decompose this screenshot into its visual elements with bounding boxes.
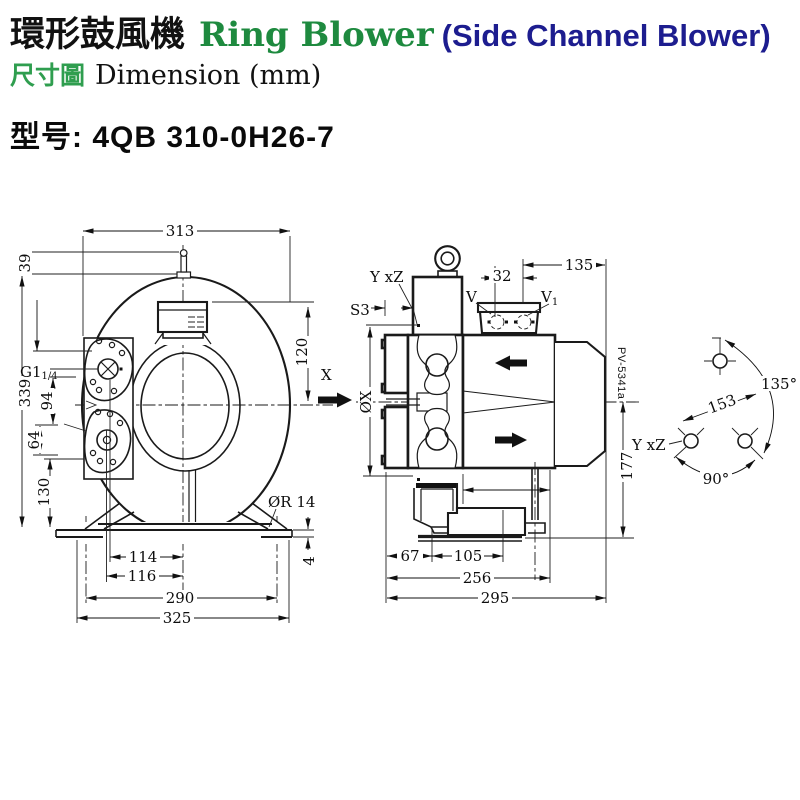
top-fitting	[176, 249, 192, 279]
svg-text:295: 295	[481, 589, 510, 607]
pump-section	[380, 333, 465, 470]
svg-text:67: 67	[400, 547, 419, 565]
dim-32: 32	[489, 267, 515, 285]
support-pipe	[531, 468, 539, 520]
inlet-silencer-box	[154, 300, 212, 345]
terminal-box	[475, 301, 550, 335]
front-view: 313 39 339 94 64 130 114 116 290 325 120…	[16, 222, 333, 627]
gland-v-label: V	[465, 288, 478, 306]
dim-foot-hole: ØR 14	[268, 493, 315, 511]
view-direction-x: X	[318, 366, 352, 408]
view-arrow-icon	[318, 392, 352, 408]
svg-text:130: 130	[35, 478, 53, 507]
dim-114: 114	[126, 548, 160, 566]
model-value: 4QB 310-0H26-7	[92, 121, 335, 154]
page-title: 環形鼓風機 Ring Blower(Side Channel Blower)	[10, 6, 771, 57]
subtitle-english: Dimension (mm)	[95, 60, 322, 91]
dim-295: 295	[478, 589, 512, 607]
svg-text:90°: 90°	[703, 470, 730, 488]
svg-text:290: 290	[166, 589, 195, 607]
svg-text:120: 120	[293, 338, 311, 367]
top-port-hole	[704, 337, 736, 375]
angle-ports-label: Y xZ	[631, 436, 666, 454]
dim-64: 64	[25, 427, 43, 453]
angle-90-label: 90°	[700, 470, 732, 488]
angle-135-label: 135°	[759, 375, 799, 393]
svg-text:105: 105	[454, 547, 483, 565]
dim-135: 135	[562, 256, 596, 274]
svg-text:116: 116	[128, 567, 157, 585]
right-port-hole	[731, 427, 764, 460]
svg-text:94: 94	[38, 391, 56, 410]
svg-text:339: 339	[16, 379, 34, 408]
svg-text:4: 4	[300, 556, 318, 566]
svg-text:32: 32	[492, 267, 511, 285]
mounting-feet	[55, 470, 314, 544]
dim-inlet-dia: ØX	[357, 387, 375, 417]
dim-290: 290	[163, 589, 197, 607]
mounting-angle-diagram: 135° 90° 153 Y xZ	[631, 337, 799, 488]
dim-256: 256	[460, 569, 494, 587]
svg-text:135°: 135°	[761, 375, 797, 393]
muffler-port-label: S3	[350, 301, 370, 319]
title-english: Ring Blower	[199, 15, 434, 55]
subtitle-chinese: 尺寸圖	[10, 61, 86, 90]
dim-39: 39	[16, 250, 34, 276]
upper-port-block	[383, 333, 410, 395]
lower-port	[96, 429, 118, 451]
dim-105: 105	[452, 547, 484, 565]
dim-153: 153	[704, 391, 740, 418]
drawing-number: PV-5341a	[615, 347, 627, 400]
lower-port-block	[383, 405, 410, 470]
ports-label: Y xZ	[369, 268, 404, 286]
flow-arrow-right-icon	[495, 432, 527, 448]
svg-text:39: 39	[16, 253, 34, 272]
dim-325: 325	[160, 609, 194, 627]
gland-v1-label: V1	[540, 288, 558, 308]
port-bracket	[63, 337, 134, 480]
title-parenthetical: (Side Channel Blower)	[441, 18, 771, 53]
svg-text:256: 256	[463, 569, 492, 587]
inlet-grille-hatch	[188, 316, 204, 328]
svg-text:177: 177	[618, 452, 636, 481]
subtitle: 尺寸圖 Dimension (mm)	[10, 56, 321, 92]
title-chinese: 環形鼓風機	[10, 14, 186, 55]
svg-text:64: 64	[25, 430, 43, 449]
dim-67: 67	[397, 547, 423, 565]
flow-arrow-left-icon	[495, 355, 527, 371]
svg-text:325: 325	[163, 609, 192, 627]
dim-339: 339	[16, 376, 34, 410]
svg-text:114: 114	[129, 548, 158, 566]
motor-section	[461, 333, 607, 470]
left-port-hole	[673, 427, 705, 459]
svg-text:ØX: ØX	[357, 390, 375, 413]
front-extension-lines	[18, 236, 314, 623]
thread-label: G11/4	[20, 363, 58, 382]
muffler-tower	[411, 275, 464, 337]
model-label: 型号:	[10, 121, 83, 154]
x-axis-label: X	[321, 366, 332, 384]
outlet-box	[446, 506, 527, 537]
side-extension-lines	[363, 259, 634, 603]
svg-text:135: 135	[565, 256, 594, 274]
model-number-line: 型号: 4QB 310-0H26-7	[10, 112, 335, 156]
dim-4: 4	[300, 553, 318, 569]
side-callouts: Y xZ S3 V V1 PV-5341a	[350, 268, 627, 400]
lifting-eyebolt	[434, 245, 461, 278]
dim-130: 130	[35, 476, 53, 508]
dim-94: 94	[38, 388, 56, 414]
dim-116: 116	[125, 567, 159, 585]
arc-135	[724, 339, 774, 454]
svg-text:313: 313	[166, 222, 195, 240]
dim-120: 120	[293, 336, 311, 368]
outlet-silencer	[413, 462, 546, 580]
motor-end-cap	[555, 340, 607, 468]
svg-text:153: 153	[705, 391, 738, 418]
dim-177: 177	[618, 450, 636, 482]
side-view: Y xZ S3 V V1 PV-5341a	[350, 245, 640, 607]
dim-313: 313	[163, 222, 197, 240]
upper-bolt-holes	[89, 337, 126, 395]
